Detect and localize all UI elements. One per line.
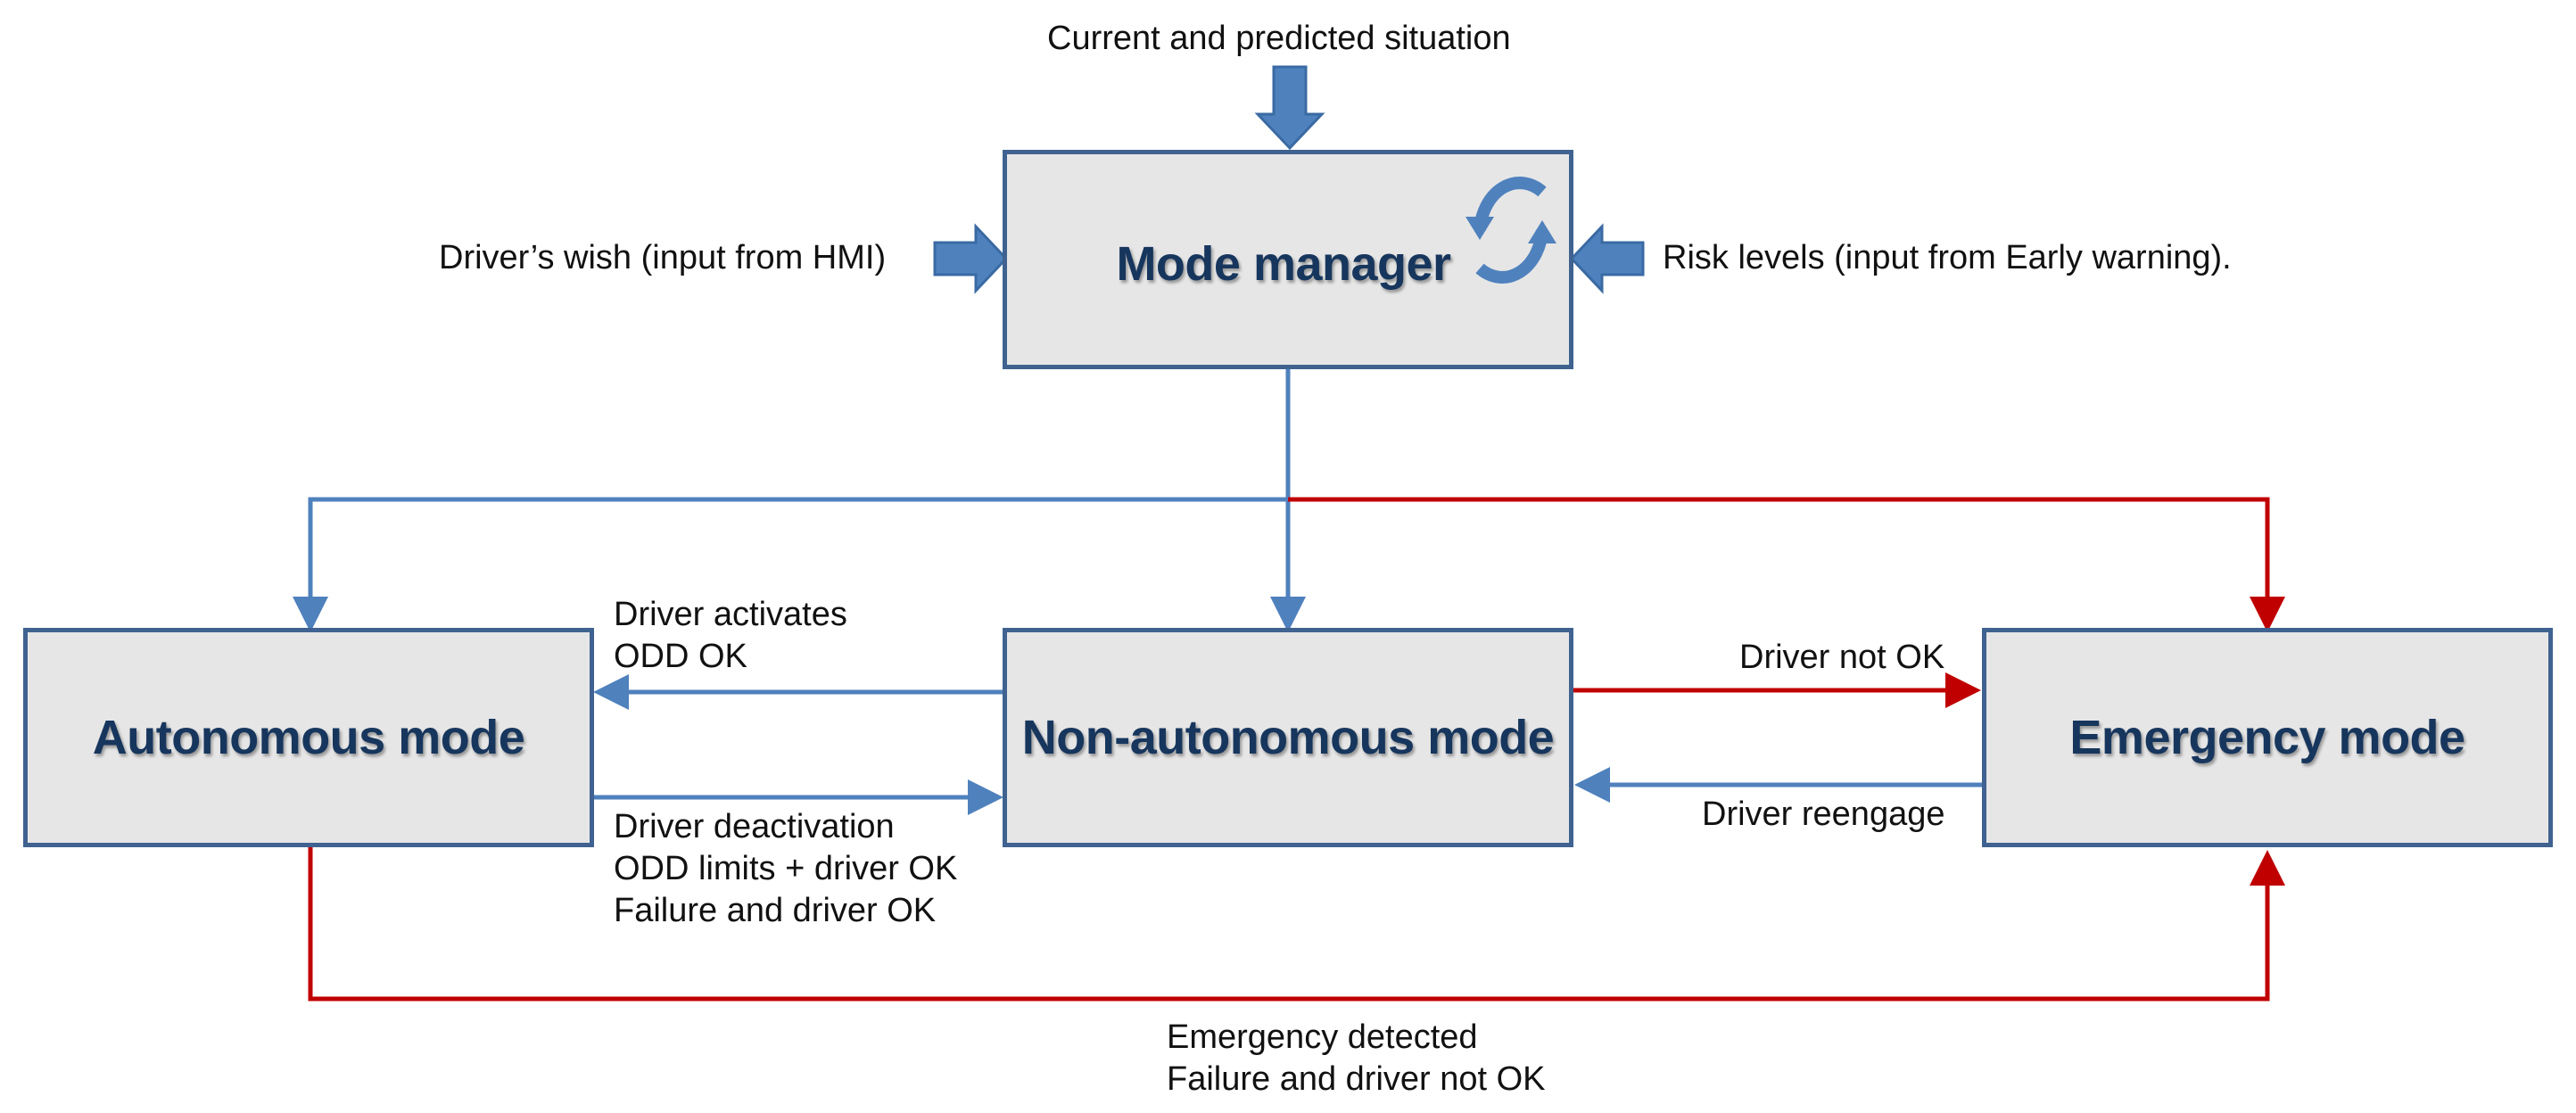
link-auto-to-emergency [308, 845, 2285, 1002]
label-reengage: Driver reengage [1702, 796, 1945, 833]
label-to-emergency: Driver not OK [1739, 639, 1945, 676]
label-to-non-autonomous-line-3: Failure and driver OK [614, 892, 937, 929]
input-arrow-top [1254, 65, 1325, 151]
non-autonomous-mode-box: Non-autonomous mode [1003, 628, 1573, 847]
label-auto-to-emergency: Emergency detected Failure and driver no… [1167, 1017, 1546, 1101]
autonomous-mode-box: Autonomous mode [23, 628, 594, 847]
label-to-autonomous-line-1: Driver activates [614, 596, 847, 633]
label-to-non-autonomous-line-1: Driver deactivation [614, 808, 895, 845]
input-label-right: Risk levels (input from Early warning). [1663, 239, 2232, 276]
autonomous-mode-title: Autonomous mode [92, 711, 525, 764]
emergency-mode-title: Emergency mode [2069, 711, 2465, 764]
emergency-mode-box: Emergency mode [1982, 628, 2553, 847]
input-label-left: Driver’s wish (input from HMI) [439, 239, 887, 276]
label-auto-to-emergency-line-2: Failure and driver not OK [1167, 1060, 1546, 1098]
input-label-top: Current and predicted situation [1047, 20, 1511, 57]
label-to-non-autonomous-line-2: ODD limits + driver OK [614, 850, 958, 887]
label-auto-to-emergency-line-1: Emergency detected [1167, 1018, 1478, 1056]
refresh-cycle-icon [1466, 177, 1556, 284]
non-autonomous-mode-title: Non-autonomous mode [1021, 711, 1555, 764]
input-arrow-right [1569, 223, 1645, 294]
label-to-autonomous: Driver activates ODD OK [614, 594, 847, 678]
link-manager-to-emergency [1288, 497, 2285, 632]
mode-manager-box: Mode manager [1003, 150, 1573, 369]
mode-manager-title: Mode manager [1116, 237, 1451, 291]
label-to-non-autonomous: Driver deactivation ODD limits + driver … [614, 806, 957, 932]
label-to-autonomous-line-2: ODD OK [614, 638, 747, 675]
link-manager-to-autonomous [293, 497, 1288, 632]
input-arrow-left [933, 223, 1009, 294]
